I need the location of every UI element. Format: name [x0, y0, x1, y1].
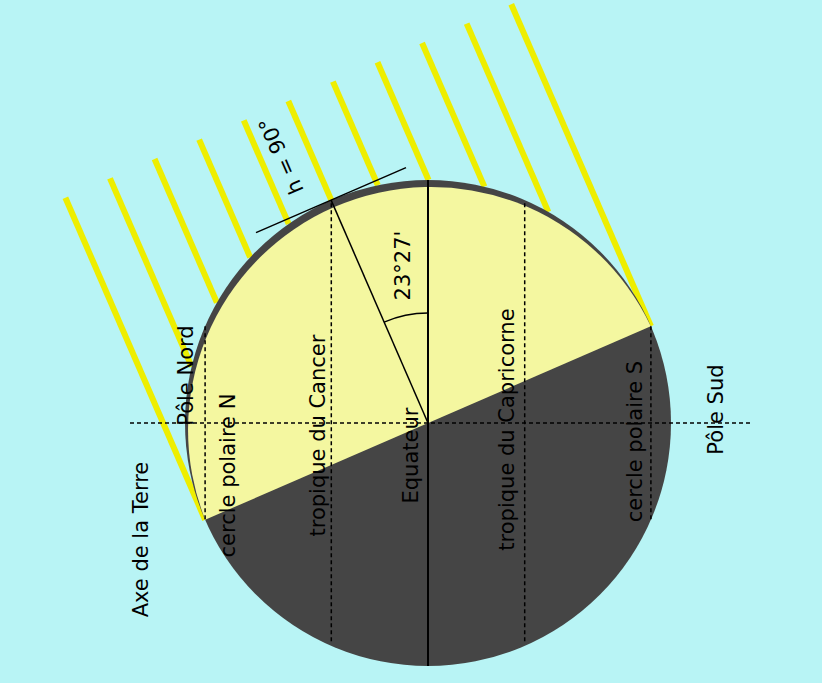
sun-ray [422, 43, 484, 187]
label: tropique du Capricorne [495, 309, 518, 551]
label: Equateur [400, 408, 423, 504]
tropic-line [524, 203, 526, 642]
label: Pôle Nord [174, 326, 197, 426]
polar-circle-line [204, 326, 206, 519]
sun-ray [467, 24, 549, 212]
tropic-line [331, 203, 333, 642]
label: 23°27' [392, 231, 415, 301]
label: Pôle Sud [704, 365, 727, 455]
earth-day-side [188, 187, 651, 520]
sun-ray [377, 62, 428, 180]
sun-ray [155, 159, 217, 303]
label: tropique du Cancer [307, 335, 330, 537]
sun-ray [199, 140, 250, 258]
angle-arc [384, 313, 428, 322]
sun-radius-line [331, 200, 428, 423]
label: Axe de la Terre [130, 462, 153, 618]
sun-ray [333, 82, 378, 186]
label: cercle polaire S [624, 361, 647, 522]
label: cercle polaire N [217, 394, 240, 558]
polar-circle-line [650, 326, 652, 519]
